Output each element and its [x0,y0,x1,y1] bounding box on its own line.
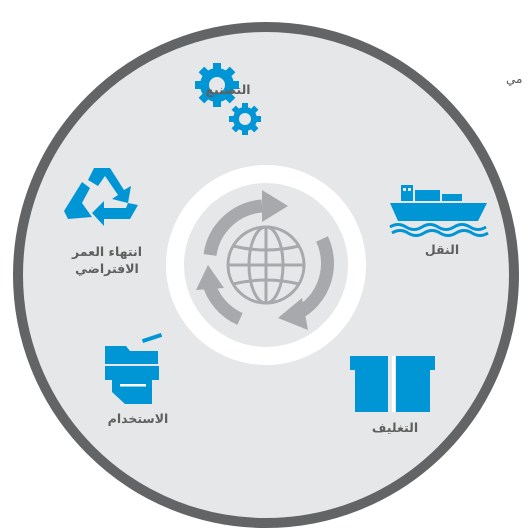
stage-label-manufacturing: التصنيع [205,82,251,97]
cut-off-text: مي [506,72,523,86]
globe-icon [226,225,306,305]
stage-label-end-of-life-line1: انتهاء العمر [72,244,142,259]
recycle-icon [64,168,138,226]
printer-icon [105,333,163,404]
cycle-arrowheads [196,190,308,330]
stage-label-end-of-life-line2: الافتراضي [75,261,139,276]
gears-icon [195,63,261,135]
package-box-icon [350,356,435,412]
stage-label-end-of-life: انتهاء العمر الافتراضي [52,243,162,277]
stage-label-packaging: التغليف [371,420,419,435]
stage-label-transport: النقل [424,242,460,257]
stage-label-usage: الاستخدام [107,411,169,426]
cargo-ship-icon [389,185,489,237]
